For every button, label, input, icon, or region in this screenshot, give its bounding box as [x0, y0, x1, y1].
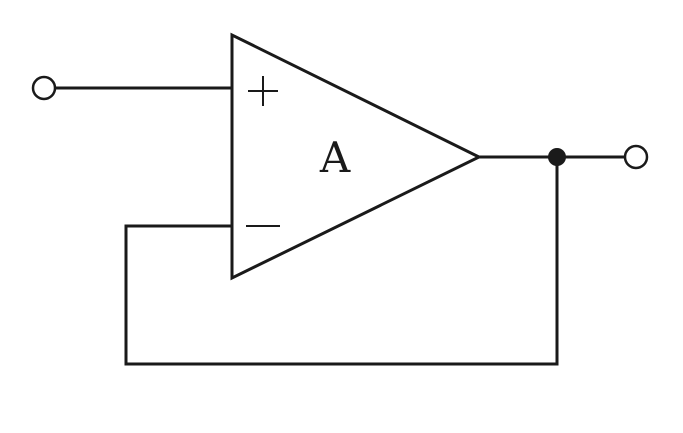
output-terminal	[623, 144, 649, 170]
feedback-wire	[124, 155, 559, 366]
amplifier-gain-label: A	[319, 133, 351, 182]
junction-dot	[548, 148, 566, 166]
op-amp-triangle	[230, 32, 483, 281]
input-terminal	[31, 75, 57, 101]
plus-sign	[248, 76, 278, 106]
